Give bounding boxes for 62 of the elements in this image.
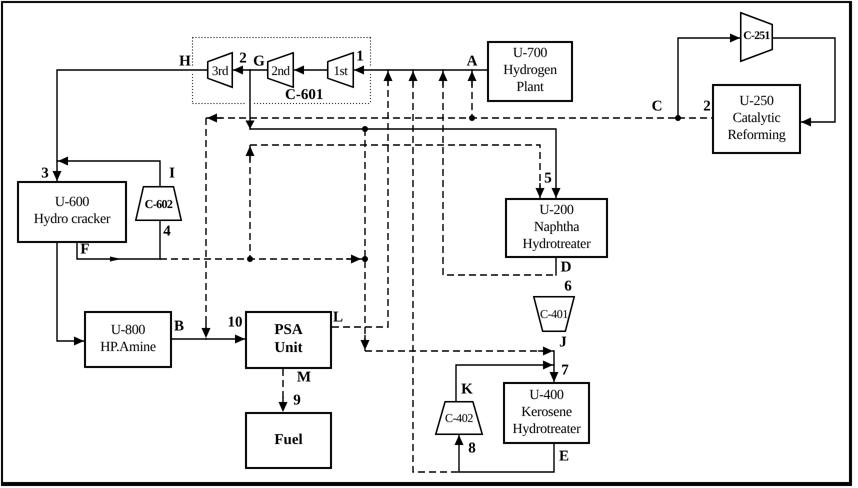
- unit-box: [712, 84, 801, 154]
- compressor-label: 1st: [334, 64, 348, 76]
- unit-name: PSA Unit: [274, 321, 303, 357]
- unit-id: U-800: [110, 322, 146, 338]
- stream-label: K: [461, 382, 473, 398]
- compressor-label: C-602: [144, 198, 172, 210]
- unit-id: U-250: [739, 92, 774, 110]
- stream-label: C: [652, 100, 662, 114]
- stream-label: 4: [163, 224, 171, 240]
- unit-box: [505, 198, 608, 258]
- stream-label: D: [560, 260, 572, 276]
- unit-name: Hydro cracker: [34, 211, 110, 228]
- stream-label: 5: [544, 172, 552, 186]
- stream-label: 1: [356, 50, 364, 64]
- stream-label: L: [333, 310, 343, 326]
- compressor-label: C-402: [444, 412, 473, 424]
- compressor-symbol: [267, 52, 294, 88]
- stream-label: F: [80, 242, 90, 258]
- stream-label: 2: [703, 100, 711, 114]
- stream-label: H: [179, 54, 191, 70]
- stream-label: 3: [41, 166, 49, 182]
- stream-label: 10: [228, 316, 242, 330]
- stream-label: G: [253, 54, 265, 70]
- stream-label: A: [466, 54, 478, 70]
- compressor-group-box: [192, 37, 371, 104]
- unit-box: [503, 382, 590, 444]
- unit-name: Kerosene Hydrotreater: [512, 404, 582, 438]
- group-label: C-601: [285, 87, 324, 103]
- unit-box: [84, 311, 172, 368]
- unit-id: U-700: [512, 45, 548, 62]
- unit-name: HP.Amine: [100, 338, 156, 356]
- compressor-label: C-401: [540, 308, 568, 320]
- stream-label: I: [169, 166, 175, 182]
- stream-label: B: [174, 320, 184, 334]
- stream-label: M: [296, 370, 312, 386]
- stream-label: 6: [564, 280, 572, 294]
- unit-box: [245, 311, 332, 369]
- compressor-symbol: [207, 52, 233, 88]
- unit-name: Catalytic Reforming: [726, 110, 786, 144]
- compressor-symbol: [435, 401, 483, 435]
- compressor-symbol: [135, 186, 182, 221]
- compressor-symbol: [740, 12, 773, 62]
- unit-box: [487, 41, 573, 102]
- unit-name: Fuel: [274, 430, 303, 448]
- stream-label: 8: [468, 442, 476, 456]
- stream-label: J: [559, 336, 567, 350]
- compressor-symbol: [327, 52, 354, 88]
- unit-name: Naphtha Hydrotreater: [522, 218, 592, 252]
- unit-box: [17, 181, 127, 243]
- unit-box: [245, 412, 332, 469]
- stream-label: E: [559, 450, 569, 464]
- stream-label: 9: [293, 394, 301, 408]
- stream-label: 7: [561, 364, 569, 378]
- stream-label: 2: [239, 52, 247, 66]
- compressor-label: 3rd: [212, 64, 228, 76]
- unit-id: U-200: [539, 202, 574, 218]
- unit-id: U-400: [529, 386, 564, 404]
- compressor-symbol: [533, 296, 575, 332]
- unit-name: Hydrogen Plant: [502, 62, 558, 96]
- compressor-label: C-251: [743, 31, 770, 43]
- unit-id: U-600: [54, 194, 90, 211]
- compressor-label: 2nd: [271, 64, 290, 76]
